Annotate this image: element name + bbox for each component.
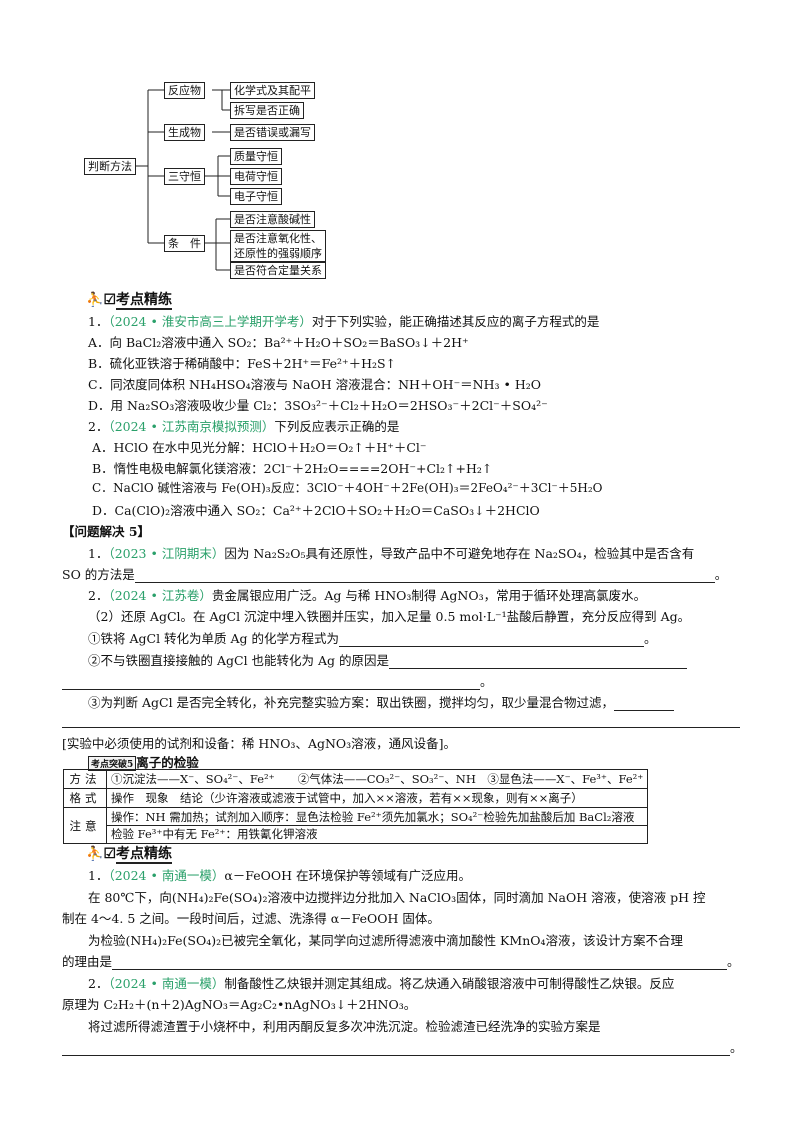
tree-leaf-charge: 电荷守恒 bbox=[230, 168, 282, 185]
p2-q2: ②不与铁圈直接接触的 AgCl 也能转化为 Ag 的原因是 bbox=[88, 650, 688, 669]
tree-leaf-redox-line2: 还原性的强弱顺序 bbox=[234, 247, 322, 260]
p2-q2-line2: 。 bbox=[62, 671, 493, 690]
p1-blank[interactable] bbox=[134, 570, 715, 583]
p2-q1: ①铁将 AgCl 转化为单质 Ag 的化学方程式为。 bbox=[88, 631, 657, 647]
q1-option-a: A．向 BaCl₂溶液中通入 SO₂：Ba²⁺＋H₂O＋SO₂＝BaSO₃↓＋2… bbox=[88, 335, 469, 350]
e1-answer-line: 的理由是。 bbox=[62, 954, 740, 970]
p2-q1-blank[interactable] bbox=[339, 634, 645, 647]
e1-paragraph-1b: 制在 4～4. 5 之间。一段时间后，过滤、洗涤得 α－FeOOH 固体。 bbox=[62, 911, 440, 926]
tree-branch-conservation: 三守恒 bbox=[164, 168, 205, 185]
table-label-note: 注意 bbox=[63, 807, 107, 844]
tree-branch-condition: 条 件 bbox=[164, 235, 205, 252]
e1-paragraph-2: 为检验(NH₄)₂Fe(SO₄)₂已被完全氧化，某同学向过滤所得滤液中滴加酸性 … bbox=[88, 933, 684, 948]
table-row: 格式 操作 现象 结论（少许溶液或滤液于试管中，加入××溶液，若有××现象，则有… bbox=[63, 788, 649, 808]
check-icon: ☑ bbox=[103, 846, 116, 862]
e2-principle: 原理为 C₂H₂＋(n＋2)AgNO₃＝Ag₂C₂•nAgNO₃↓＋2HNO₃。 bbox=[62, 997, 417, 1012]
tree-leaf-split: 拆写是否正确 bbox=[230, 102, 304, 119]
tree-leaf-redox: 是否注意氧化性、 还原性的强弱顺序 bbox=[230, 230, 326, 262]
q1-option-d: D．用 Na₂SO₃溶液吸收少量 Cl₂：3SO₃²⁻＋Cl₂＋H₂O＝2HSO… bbox=[88, 398, 548, 413]
p2-sub: （2）还原 AgCl。在 AgCl 沉淀中埋入铁圈并压实，加入足量 0.5 mo… bbox=[88, 609, 691, 624]
runner-icon: ⛹ bbox=[86, 292, 104, 308]
tree-root: 判断方法 bbox=[84, 158, 136, 175]
p2-q3-blank[interactable] bbox=[614, 698, 675, 711]
e1-blank[interactable] bbox=[112, 957, 728, 970]
table-label-format: 格式 bbox=[63, 788, 107, 808]
note-line-2: 检验 Fe³⁺中有无 Fe²⁺：用铁氰化钾溶液 bbox=[107, 825, 648, 842]
q1-option-c: C．同浓度同体积 NH₄HSO₄溶液与 NaOH 溶液混合：NH＋OH⁻＝NH₃… bbox=[88, 377, 542, 392]
p1-answer-line: SO 的方法是。 bbox=[62, 567, 728, 583]
table-row: 注意 操作：NH 需加热；试剂加入顺序：显色法检验 Fe²⁺须先加氯水；SO₄²… bbox=[63, 807, 649, 844]
q2-option-c: C．NaClO 碱性溶液与 Fe(OH)₃反应：3ClO⁻＋4OH⁻＋2Fe(O… bbox=[92, 481, 603, 495]
q2-option-d: D．Ca(ClO)₂溶液中通入 SO₂：Ca²⁺＋2ClO＋SO₂＋H₂O＝Ca… bbox=[92, 503, 540, 518]
q2-option-b: B．惰性电极电解氯化镁溶液：2Cl⁻＋2H₂O====2OH⁻+Cl₂↑+H₂↑ bbox=[92, 461, 493, 476]
tree-branch-product: 生成物 bbox=[164, 124, 205, 141]
tree-branch-reactant: 反应物 bbox=[164, 82, 205, 99]
p2-q2-blank[interactable] bbox=[389, 656, 688, 669]
e2-blank[interactable] bbox=[62, 1043, 730, 1056]
table-label-method: 方法 bbox=[63, 769, 107, 789]
section-title-practice-2: ⛹☑考点精练 bbox=[86, 846, 172, 864]
e1-paragraph-1: 在 80℃下，向(NH₄)₂Fe(SO₄)₂溶液中边搅拌边分批加入 NaClO₃… bbox=[88, 890, 706, 905]
table-cell-method: ①沉淀法——X⁻、SO₄²⁻、Fe²⁺ ②气体法——CO₃²⁻、SO₃²⁻、NH… bbox=[105, 769, 649, 789]
e1-stem: 1．（2024 • 南通一模）α－FeOOH 在环境保护等领域有广泛应用。 bbox=[88, 868, 472, 883]
p1-text: 1．（2023 • 江阴期末）因为 Na₂S₂O₅具有还原性，导致产品中不可避免… bbox=[88, 546, 695, 561]
q1-stem: 1．（2024 • 淮安市高三上学期开学考）对于下列实验，能正确描述其反应的离子… bbox=[88, 314, 600, 329]
p2-q2-blank-2[interactable] bbox=[62, 677, 480, 690]
e2-paragraph: 将过滤所得滤渣置于小烧杯中，利用丙酮反复多次冲洗沉淀。检验滤渣已经洗净的实验方案… bbox=[88, 1019, 601, 1034]
p2-q3-line2 bbox=[62, 713, 740, 728]
table-cell-note: 操作：NH 需加热；试剂加入顺序：显色法检验 Fe²⁺须先加氯水；SO₄²⁻检验… bbox=[105, 807, 649, 844]
e2-stem: 2．（2024 • 南通一模）制备酸性乙炔银并测定其组成。将乙炔通入硝酸银溶液中… bbox=[88, 976, 675, 991]
ion-test-table: 方法 ①沉淀法——X⁻、SO₄²⁻、Fe²⁺ ②气体法——CO₃²⁻、SO₃²⁻… bbox=[63, 769, 649, 844]
section-title-practice-1: ⛹☑考点精练 bbox=[86, 292, 172, 310]
p2-text: 2．（2024 • 江苏卷）贵金属银应用广泛。Ag 与稀 HNO₃制得 AgNO… bbox=[88, 588, 647, 603]
table-row: 方法 ①沉淀法——X⁻、SO₄²⁻、Fe²⁺ ②气体法——CO₃²⁻、SO₃²⁻… bbox=[63, 769, 649, 789]
q2-option-a: A．HClO 在水中见光分解：HClO＋H₂O＝O₂↑＋H⁺＋Cl⁻ bbox=[92, 440, 427, 455]
tree-leaf-missing: 是否错误或漏写 bbox=[230, 124, 315, 141]
p2-note: [实验中必须使用的试剂和设备：稀 HNO₃、AgNO₃溶液，通风设备]。 bbox=[62, 736, 457, 751]
judgment-tree-lines bbox=[133, 89, 230, 271]
tree-leaf-formula: 化学式及其配平 bbox=[230, 82, 315, 99]
p2-q3: ③为判断 AgCl 是否完全转化，补充完整实验方案：取出铁圈，搅拌均匀，取少量混… bbox=[88, 692, 675, 711]
table-cell-format: 操作 现象 结论（少许溶液或滤液于试管中，加入××溶液，若有××现象，则有××离… bbox=[105, 788, 649, 808]
e2-answer-line: 。 bbox=[62, 1037, 743, 1056]
p2-q3-blank-2[interactable] bbox=[62, 715, 740, 728]
section-title-problem-5: 【问题解决 5】 bbox=[62, 524, 151, 539]
tree-leaf-quantity: 是否符合定量关系 bbox=[230, 262, 326, 279]
note-line-1: 操作：NH 需加热；试剂加入顺序：显色法检验 Fe²⁺须先加氯水；SO₄²⁻检验… bbox=[111, 810, 635, 824]
tree-leaf-mass: 质量守恒 bbox=[230, 148, 282, 165]
tree-leaf-electron: 电子守恒 bbox=[230, 188, 282, 205]
tree-leaf-redox-line1: 是否注意氧化性、 bbox=[234, 232, 322, 245]
q2-stem: 2．（2024 • 江苏南京模拟预测）下列反应表示正确的是 bbox=[88, 419, 400, 434]
runner-icon: ⛹ bbox=[86, 846, 104, 862]
tree-leaf-acidbase: 是否注意酸碱性 bbox=[230, 211, 315, 228]
check-icon: ☑ bbox=[103, 292, 116, 308]
q1-option-b: B．硫化亚铁溶于稀硝酸中：FeS＋2H⁺＝Fe²⁺＋H₂S↑ bbox=[88, 356, 397, 371]
